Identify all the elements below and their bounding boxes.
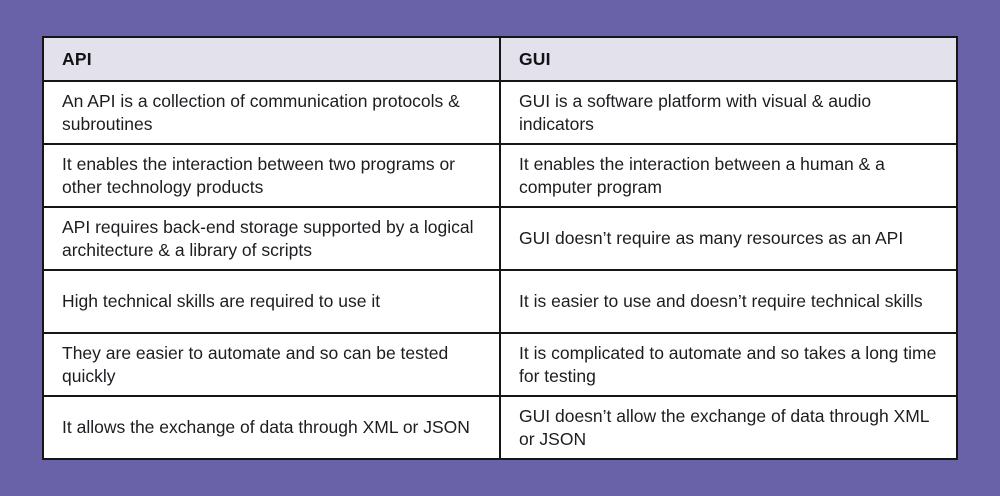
cell-gui-5: It is complicated to automate and so tak… — [499, 332, 958, 397]
cell-gui-1: GUI is a software platform with visual &… — [499, 80, 958, 145]
header-cell-gui: GUI — [499, 36, 958, 82]
cell-api-2: It enables the interaction between two p… — [42, 143, 501, 208]
cell-gui-4: It is easier to use and doesn’t require … — [499, 269, 958, 334]
cell-api-6: It allows the exchange of data through X… — [42, 395, 501, 460]
table-row: High technical skills are required to us… — [42, 269, 958, 334]
table-header-row: API GUI — [42, 36, 958, 82]
cell-gui-2: It enables the interaction between a hum… — [499, 143, 958, 208]
table-row: They are easier to automate and so can b… — [42, 332, 958, 397]
cell-api-5: They are easier to automate and so can b… — [42, 332, 501, 397]
table-row: It enables the interaction between two p… — [42, 143, 958, 208]
cell-api-4: High technical skills are required to us… — [42, 269, 501, 334]
cell-gui-6: GUI doesn’t allow the exchange of data t… — [499, 395, 958, 460]
table-row: API requires back-end storage supported … — [42, 206, 958, 271]
header-cell-api: API — [42, 36, 501, 82]
cell-gui-3: GUI doesn’t require as many resources as… — [499, 206, 958, 271]
table-row: It allows the exchange of data through X… — [42, 395, 958, 460]
table-row: An API is a collection of communication … — [42, 80, 958, 145]
cell-api-3: API requires back-end storage supported … — [42, 206, 501, 271]
cell-api-1: An API is a collection of communication … — [42, 80, 501, 145]
comparison-table-container: API GUI An API is a collection of commun… — [42, 36, 958, 460]
api-vs-gui-comparison-table: API GUI An API is a collection of commun… — [42, 36, 958, 460]
